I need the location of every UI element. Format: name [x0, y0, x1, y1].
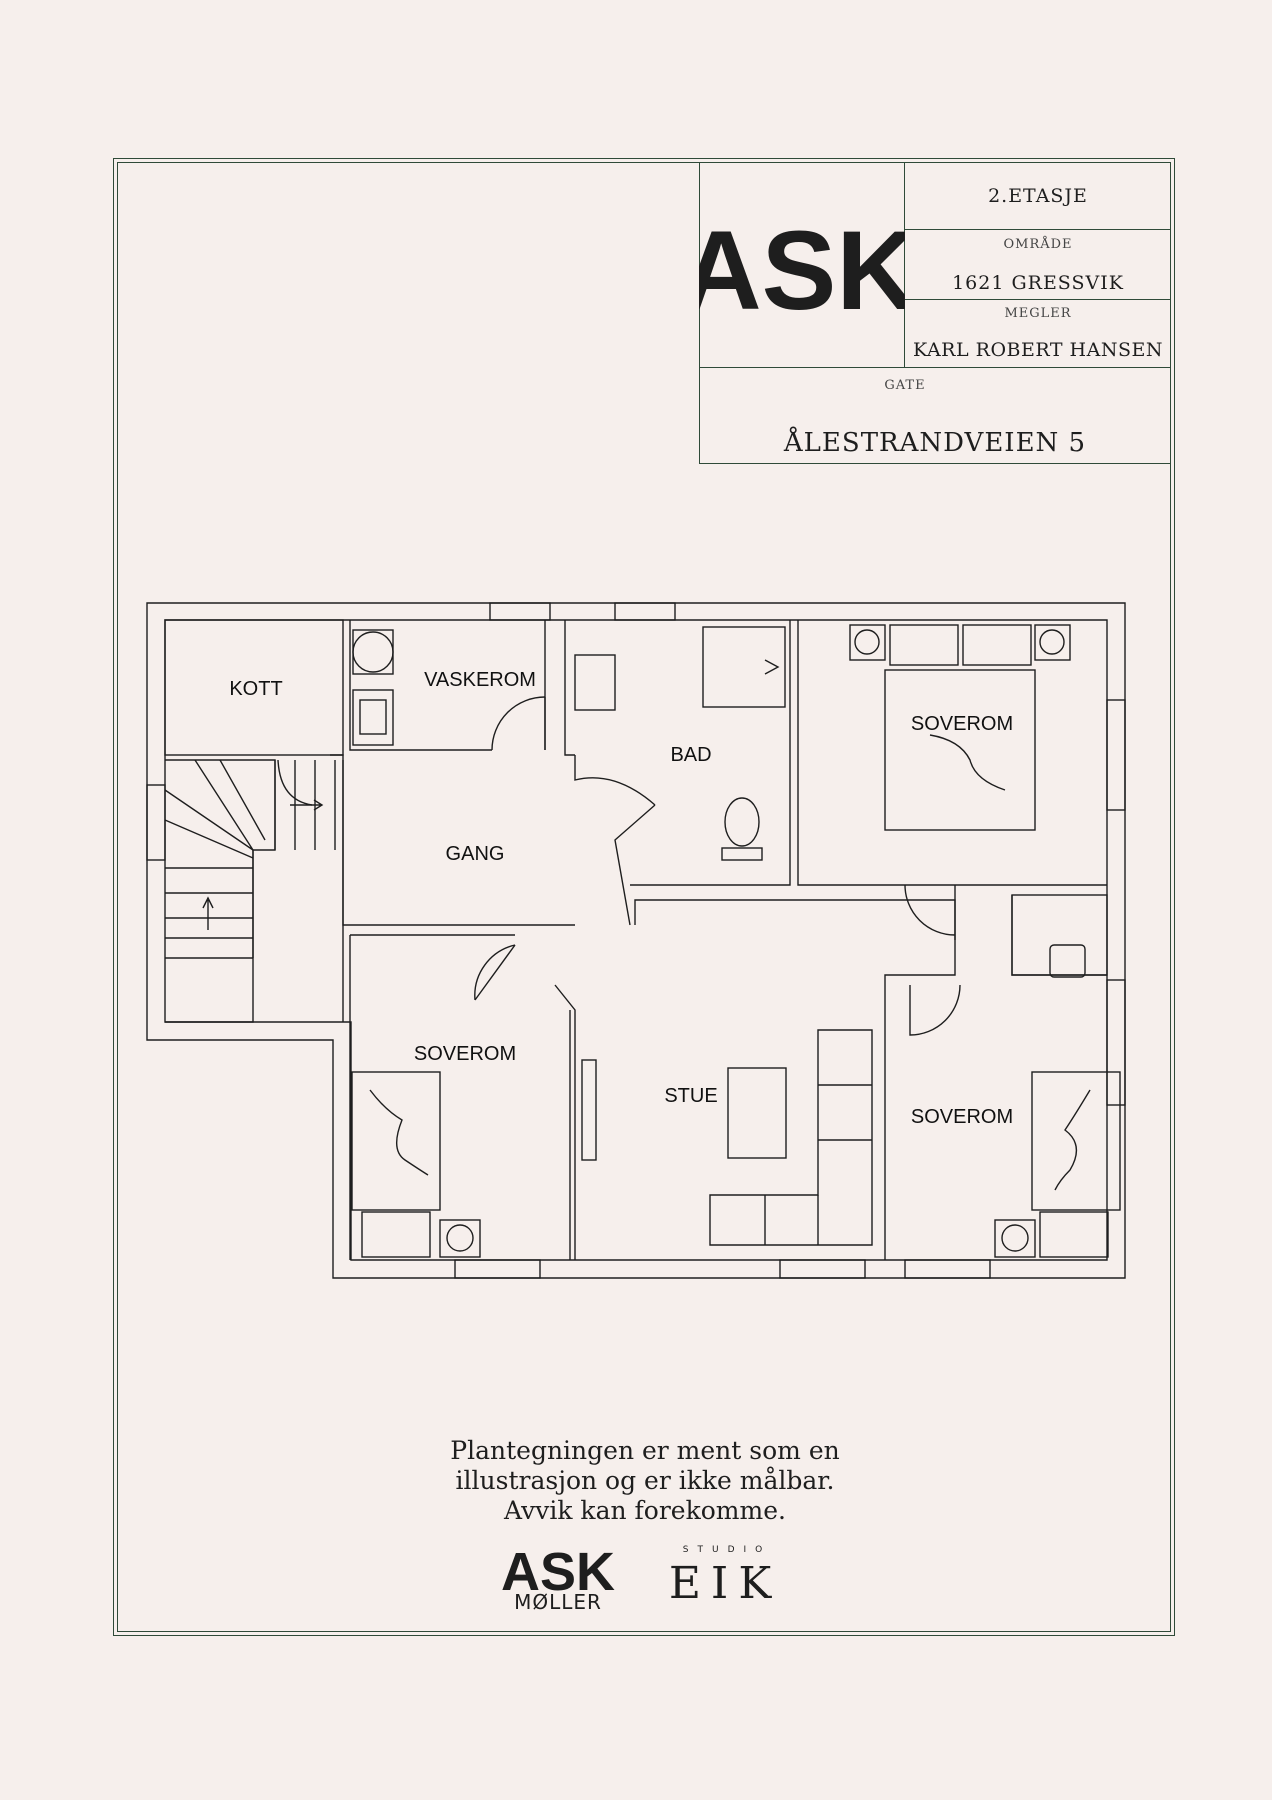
disclaimer-line-1: Plantegningen er ment som en [450, 1436, 840, 1465]
vaskerom-bad-wall-b [564, 620, 575, 756]
studio-eik-studio-word: STUDIO [682, 1545, 772, 1555]
exterior-wall-outer [146, 602, 1126, 1279]
room-label-gang: GANG [446, 843, 505, 865]
area-value: 1621 GRESSVIK [952, 272, 1124, 294]
bed-tr [884, 669, 1036, 831]
ask-moller-mark: ASK [501, 1542, 615, 1595]
room-label-soverom-bottom-left: SOVEROM [414, 1043, 516, 1065]
vaskerom-wall [349, 620, 492, 751]
window-bottom-1 [454, 1259, 541, 1279]
stue-right-walls [634, 899, 956, 1260]
kott-door-arc [277, 759, 313, 806]
coffee-table [727, 1067, 787, 1159]
soverom-tr-walls [797, 620, 1107, 886]
bed-bl [351, 1071, 441, 1211]
broker-value: KARL ROBERT HANSEN [913, 339, 1163, 361]
room-label-soverom-bottom-right: SOVEROM [911, 1106, 1013, 1128]
lamp-tr-2 [1039, 629, 1065, 655]
floor-label: 2.ETASJE [988, 185, 1088, 207]
stair-outline [165, 759, 276, 1023]
page-frame-inner [117, 162, 1171, 1632]
ask-moller-logo: ASK [501, 1542, 615, 1595]
vaskerom-door-arc [491, 696, 546, 751]
toilet [724, 797, 760, 847]
nightstand-tr-2 [1034, 624, 1071, 661]
studio-eik-word: EIK [668, 1558, 782, 1609]
nightstand-tr-1 [849, 624, 886, 661]
sofa [709, 1029, 873, 1246]
bed-br [1031, 1071, 1121, 1211]
soverom-tr-door [904, 884, 956, 940]
room-label-stue: STUE [664, 1085, 717, 1107]
tb-divider-3 [699, 367, 1171, 368]
window-bottom-3 [904, 1259, 991, 1279]
street-label: GATE [884, 378, 926, 393]
ask-logo-text: ASK [699, 208, 905, 333]
washer-box [352, 629, 394, 675]
ask-logo: ASK [681, 208, 917, 333]
stair-treads [165, 850, 254, 959]
disclaimer: Plantegningen er ment som en illustrasjo… [380, 1436, 910, 1526]
lamp-tr-1 [854, 629, 880, 655]
nightstand-bl [439, 1219, 481, 1258]
bed-br-sheet [1054, 1089, 1091, 1191]
tb-divider-2 [905, 299, 1171, 300]
window-left [146, 784, 166, 861]
dryer-box [352, 689, 394, 746]
window-bottom-2 [779, 1259, 866, 1279]
lamp-bl [446, 1224, 474, 1252]
bad-door-arc [574, 755, 656, 806]
lamp-br [1001, 1224, 1029, 1252]
soverom-bl-door-leaf [474, 944, 576, 1260]
shower [702, 626, 786, 708]
sink-vaskerom [359, 699, 387, 735]
kott-room [164, 619, 344, 756]
ask-moller-word: MØLLER [514, 1590, 602, 1614]
toilet-tank [721, 847, 763, 861]
page-frame-outer [113, 158, 1175, 1636]
gang-stair-wall [330, 754, 344, 1022]
shower-head-icon [764, 659, 780, 675]
street-value: ÅLESTRANDVEIEN 5 [783, 428, 1087, 458]
pillow-bl [361, 1211, 431, 1258]
bad-walls [614, 620, 791, 926]
washer [352, 631, 394, 673]
sofa-cushions [764, 1084, 872, 1245]
pillow-br [1039, 1211, 1109, 1258]
bed-tr-sheet [929, 734, 1006, 791]
bed-bl-sheet [369, 1089, 429, 1176]
pillow-tr-2 [962, 624, 1032, 666]
window-top-2 [614, 602, 676, 621]
tb-divider-1 [905, 229, 1171, 230]
room-label-soverom-top-right: SOVEROM [911, 713, 1013, 735]
disclaimer-line-2: illustrasjon og er ikke målbar. [455, 1466, 835, 1495]
room-label-bad: BAD [670, 744, 711, 766]
room-label-vaskerom: VASKEROM [424, 669, 536, 691]
desk [1011, 894, 1108, 976]
soverom-bl-door-arc [474, 944, 516, 1001]
room-label-kott: KOTT [229, 678, 282, 700]
kott-door-arrow [290, 799, 324, 811]
nightstand-br [994, 1219, 1036, 1258]
broker-label: MEGLER [1004, 306, 1072, 321]
fireplace [581, 1059, 597, 1161]
stair-winder [164, 759, 266, 859]
bad-sink [574, 654, 616, 711]
soverom-br-top-wall [1011, 895, 1107, 976]
window-top-1 [489, 602, 551, 621]
window-right-1 [1106, 699, 1126, 811]
area-label: OMRÅDE [1003, 237, 1073, 252]
desk-chair [1049, 944, 1086, 978]
title-block [699, 162, 1171, 464]
soverom-br-door [909, 984, 961, 1036]
window-right-2 [1106, 979, 1126, 1106]
pillow-tr-1 [889, 624, 959, 666]
title-block-logo-cell: ASK [681, 162, 917, 367]
disclaimer-line-3: Avvik kan forekomme. [504, 1496, 786, 1525]
stair-arrow [202, 896, 214, 930]
